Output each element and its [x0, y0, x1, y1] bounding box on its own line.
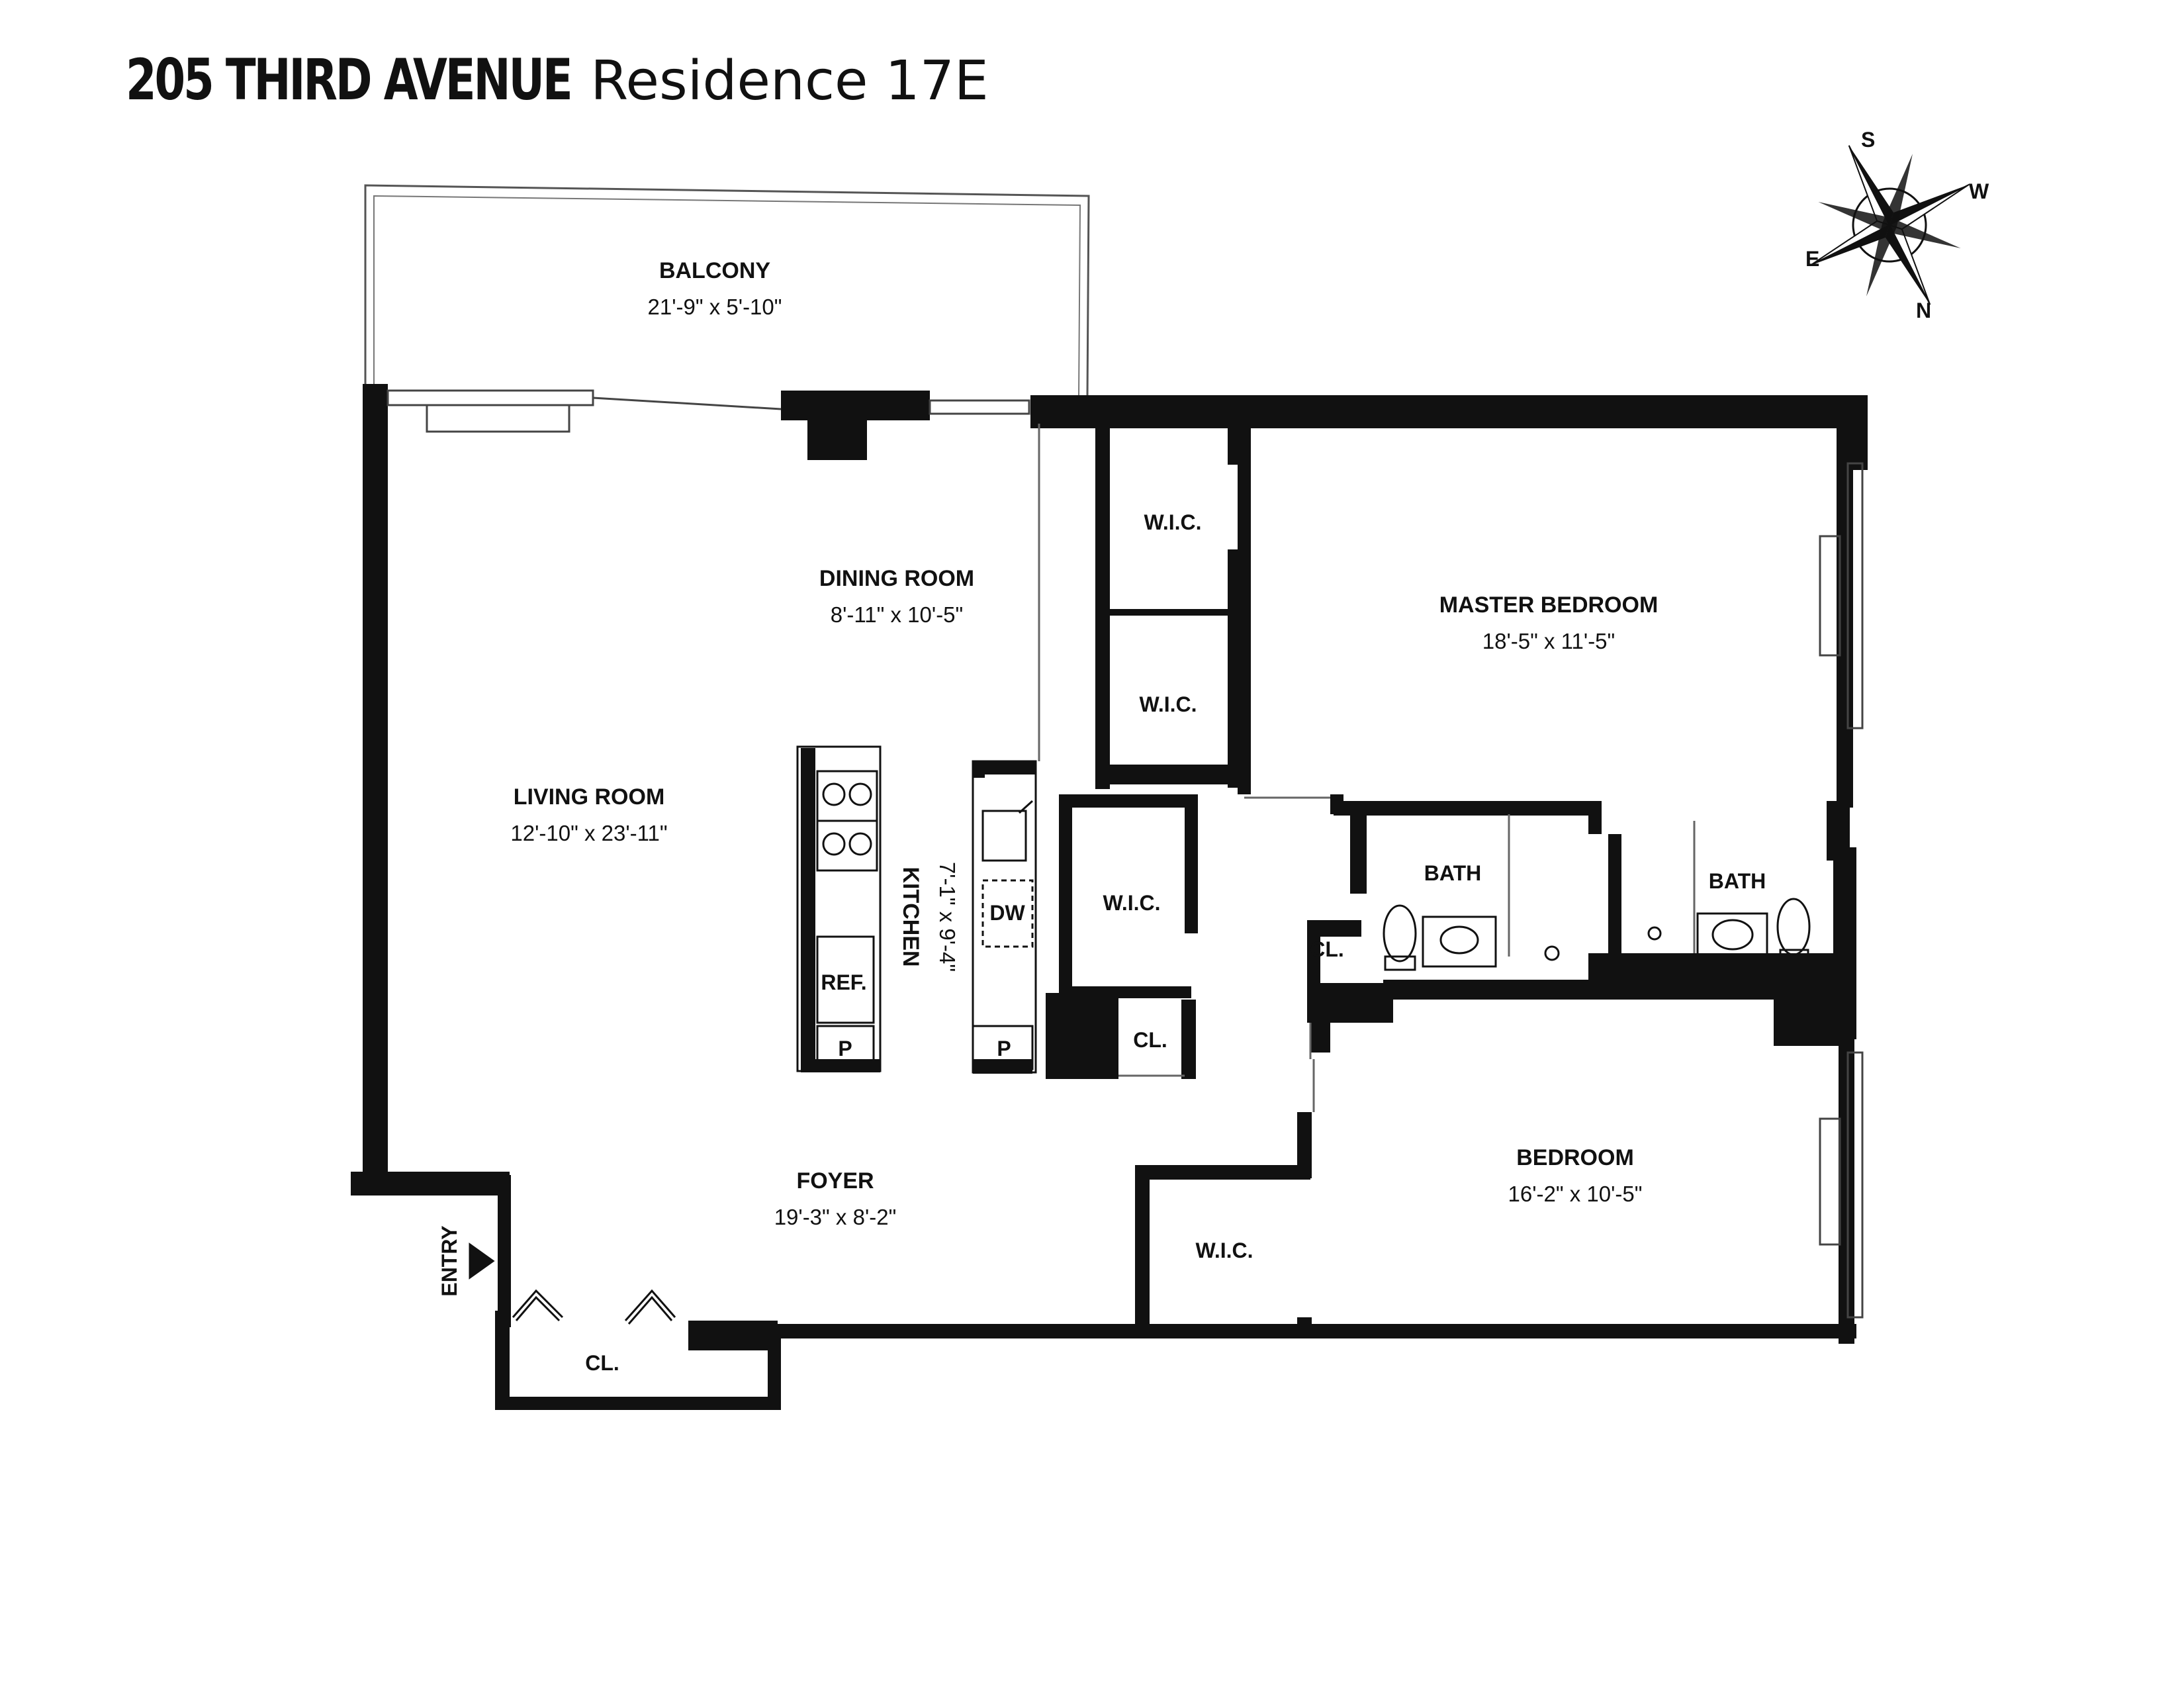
bedroom-name: BEDROOM — [1516, 1145, 1634, 1170]
closet-label: CL. — [1310, 937, 1344, 961]
residence-label: Residence 17E — [590, 50, 989, 113]
building-name: 205 THIRD AVENUE — [126, 47, 573, 113]
kitchen-counters — [796, 745, 1037, 1074]
wic-label: W.I.C. — [1139, 692, 1197, 716]
windows — [387, 389, 1864, 1319]
room-labels: BALCONY 21'-9" x 5'-10" DINING ROOM 8'-1… — [437, 258, 1766, 1375]
wic-label: W.I.C. — [1144, 510, 1201, 534]
compass-n: N — [1916, 299, 1931, 322]
dishwasher-label: DW — [989, 901, 1025, 925]
master-bedroom-name: MASTER BEDROOM — [1439, 592, 1659, 618]
thin-partitions — [1038, 424, 1696, 1112]
bath-label: BATH — [1709, 869, 1766, 893]
closet-label: CL. — [585, 1351, 619, 1375]
master-bedroom-dims: 18'-5" x 11'-5" — [1482, 629, 1615, 653]
wic-label: W.I.C. — [1103, 891, 1160, 915]
balcony-dims: 21'-9" x 5'-10" — [648, 295, 782, 319]
living-dims: 12'-10" x 23'-11" — [510, 821, 667, 845]
entry-label: ENTRY — [437, 1225, 461, 1296]
bath-fixtures — [1383, 898, 1811, 971]
balcony-name: BALCONY — [659, 258, 770, 283]
bath-label: BATH — [1424, 861, 1482, 885]
kitchen-name: KITCHEN — [898, 867, 923, 966]
pantry-label: P — [838, 1037, 852, 1060]
living-name: LIVING ROOM — [514, 784, 665, 810]
compass-w: W — [1969, 179, 1989, 203]
compass-rose: S W E N — [1805, 128, 1989, 322]
pantry-label: P — [997, 1037, 1011, 1060]
foyer-name: FOYER — [796, 1168, 874, 1194]
outer-walls — [351, 384, 1868, 1410]
balcony — [364, 184, 1090, 398]
ref-label: REF. — [821, 970, 866, 994]
doors — [469, 1243, 676, 1325]
bedroom-dims: 16'-2" x 10'-5" — [1508, 1182, 1643, 1206]
closet-label: CL. — [1133, 1028, 1167, 1052]
compass-e: E — [1805, 247, 1819, 271]
dining-dims: 8'-11" x 10'-5" — [831, 602, 964, 627]
wic-label: W.I.C. — [1195, 1239, 1253, 1262]
foyer-dims: 19'-3" x 8'-2" — [774, 1205, 897, 1229]
kitchen-dims: 7'-1" x 9'-4" — [935, 862, 960, 972]
compass-s: S — [1861, 128, 1875, 152]
dining-name: DINING ROOM — [819, 566, 974, 591]
